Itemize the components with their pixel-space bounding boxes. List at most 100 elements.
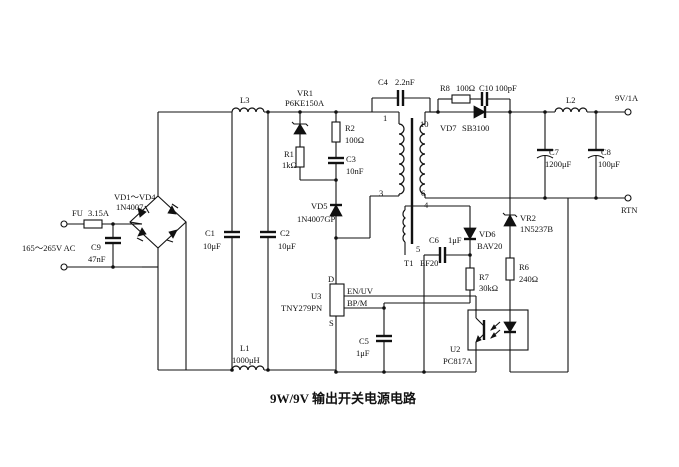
ac-input-terminal-bottom xyxy=(60,263,68,271)
t1-core: EF20 xyxy=(420,258,438,268)
c6-value: 1μF xyxy=(448,235,462,245)
bridge-rectifier: VD1～VD4 1N4007 xyxy=(114,192,187,268)
u3-pin-d: D xyxy=(328,274,334,284)
r2-value: 100Ω xyxy=(345,135,364,145)
t1-pin4: 4 xyxy=(424,200,429,210)
c10-label: C10 xyxy=(479,83,493,93)
diagram-title: 9W/9V 输出开关电源电路 xyxy=(270,391,417,406)
c5-label: C5 xyxy=(359,336,369,346)
capacitor-c5: C5 1μF xyxy=(356,334,392,372)
vr2-part: 1N5237B xyxy=(520,224,553,234)
r6-label: R6 xyxy=(519,262,529,272)
c9-value: 47nF xyxy=(88,254,106,264)
r7-label: R7 xyxy=(479,272,489,282)
l2-label: L2 xyxy=(566,95,575,105)
u3-body xyxy=(329,283,345,317)
ac-input: 165～265V AC xyxy=(22,220,76,271)
c10-value: 100pF xyxy=(495,83,517,93)
t1-label: T1 xyxy=(404,258,413,268)
c3-label: C3 xyxy=(346,154,356,164)
diode-vd6: VD6 BAV20 xyxy=(463,227,502,255)
rtn-label: RTN xyxy=(621,205,638,215)
c8-label: C8 xyxy=(601,147,611,157)
r1-value: 1kΩ xyxy=(282,160,297,170)
diode-vd5: VD5 1N4007GP xyxy=(297,201,343,238)
capacitor-c6: C6 1μF xyxy=(404,235,470,263)
r1-label: R1 xyxy=(284,149,294,159)
fuse-value: 3.15A xyxy=(88,208,110,218)
capacitor-c3: C3 10nF xyxy=(328,154,364,205)
u3-pin-en: EN/UV xyxy=(347,286,374,296)
c2-value: 10μF xyxy=(278,241,296,251)
r7-value: 30kΩ xyxy=(479,283,498,293)
c7-label: C7 xyxy=(549,147,559,157)
u3-pin-s: S xyxy=(329,318,334,328)
l3-label: L3 xyxy=(240,95,249,105)
input-voltage-label: 165～265V AC xyxy=(22,243,76,253)
r2-label: R2 xyxy=(345,123,355,133)
vout-label: 9V/1A xyxy=(615,93,639,103)
resistor-r2: R2 100Ω xyxy=(331,112,364,158)
bridge-label: VD1～VD4 xyxy=(114,192,156,202)
fuse-label: FU xyxy=(72,208,83,218)
r8-value: 100Ω xyxy=(456,83,475,93)
vr1-part: P6KE150A xyxy=(285,98,325,108)
u3-label: U3 xyxy=(311,291,321,301)
t1-pin1: 1 xyxy=(383,113,387,123)
vr2-label: VR2 xyxy=(520,213,536,223)
vd7-part: SB3100 xyxy=(462,123,489,133)
vout-terminal[interactable] xyxy=(624,108,632,116)
c2-label: C2 xyxy=(280,228,290,238)
rtn-terminal[interactable] xyxy=(624,194,632,202)
c1-value: 10μF xyxy=(203,241,221,251)
transformer-t1: 1 3 4 5 6 10 T1 EF20 xyxy=(379,112,438,268)
inductor-l2: L2 xyxy=(554,95,588,113)
zener-vr2: VR2 1N5237B xyxy=(502,212,553,258)
c4-value: 2.2nF xyxy=(395,77,415,87)
vd6-part: BAV20 xyxy=(477,241,502,251)
vd5-label: VD5 xyxy=(311,201,328,211)
inductor-l3: L3 xyxy=(231,95,265,113)
t1-pin5: 5 xyxy=(416,244,420,254)
c7-value: 1200μF xyxy=(545,159,572,169)
resistor-r7: R7 30kΩ xyxy=(465,255,498,303)
vr1-label: VR1 xyxy=(297,88,313,98)
l1-value: 1000μH xyxy=(232,355,260,365)
capacitor-c9: C9 47nF xyxy=(88,222,121,269)
capacitor-c7: C7 1200μF xyxy=(536,112,572,198)
t1-pin6: 6 xyxy=(421,188,425,198)
resistor-r6: R6 240Ω xyxy=(505,257,538,310)
capacitor-c1: C1 10μF xyxy=(203,228,240,372)
diode-vd7: VD7 SB3100 xyxy=(438,105,555,133)
t1-pin3: 3 xyxy=(379,188,383,198)
capacitor-c10: C10 100pF xyxy=(479,83,517,112)
capacitor-c8: C8 100μF xyxy=(587,112,620,198)
c6-label: C6 xyxy=(429,235,439,245)
c8-value: 100μF xyxy=(598,159,620,169)
capacitor-c2: C2 10μF xyxy=(260,110,296,372)
vd6-label: VD6 xyxy=(479,229,496,239)
fuse-fu: FU 3.15A xyxy=(67,208,130,229)
c4-label: C4 xyxy=(378,77,389,87)
r6-value: 240Ω xyxy=(519,274,538,284)
ic-u3: D S EN/UV BP/M U3 TNY279PN xyxy=(281,274,374,328)
ac-input-terminal-top xyxy=(60,220,68,228)
u2-part: PC817A xyxy=(443,356,473,366)
c1-label: C1 xyxy=(205,228,215,238)
u2-label: U2 xyxy=(450,344,460,354)
u3-pin-bp: BP/M xyxy=(347,298,368,308)
capacitor-c4: C4 2.2nF xyxy=(372,77,431,112)
tvs-vr1: VR1 P6KE150A xyxy=(285,88,325,147)
c3-value: 10nF xyxy=(346,166,364,176)
r8-label: R8 xyxy=(440,83,450,93)
u3-part: TNY279PN xyxy=(281,303,322,313)
resistor-r8: R8 100Ω xyxy=(437,83,482,112)
vd5-part: 1N4007GP xyxy=(297,214,336,224)
resistor-r1: R1 1kΩ xyxy=(282,146,305,180)
c9-label: C9 xyxy=(91,242,101,252)
optocoupler-u2: U2 PC817A xyxy=(443,198,569,373)
c5-value: 1μF xyxy=(356,348,370,358)
t1-pin10: 10 xyxy=(420,119,429,129)
l1-label: L1 xyxy=(240,343,249,353)
